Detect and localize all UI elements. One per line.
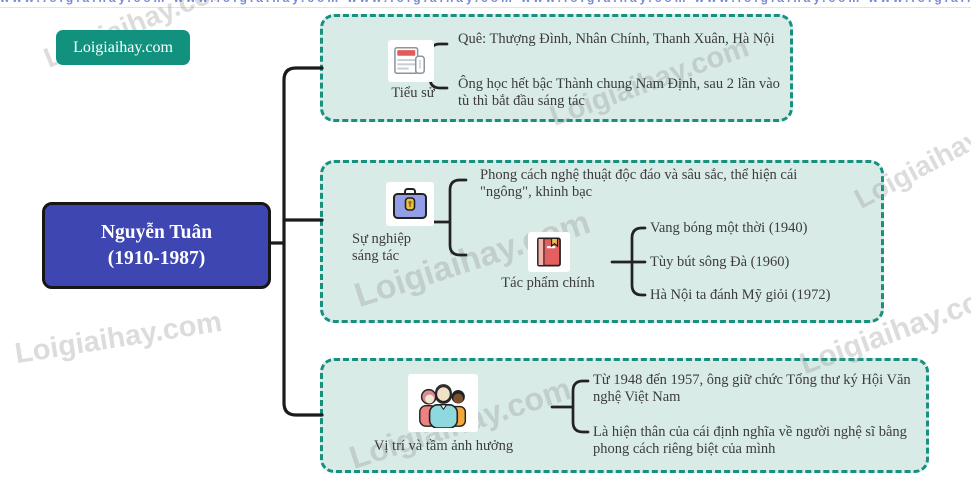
- leaf-phong-cach: Phong cách nghệ thuật độc đáo và sâu sắc…: [480, 167, 798, 200]
- briefcase-icon: [386, 182, 434, 226]
- watermark-bottom-left: Loigiaihay.com: [12, 305, 225, 371]
- root-node: Nguyễn Tuân (1910-1987): [42, 202, 271, 289]
- people-icon: [408, 374, 478, 432]
- top-watermark-strip: www.loigiaihay.com www.loigiaihay.com ww…: [0, 0, 971, 5]
- site-badge-label: Loigiaihay.com: [73, 38, 173, 56]
- branch-label-vi-tri: Vị trí và tầm ảnh hưởng: [373, 438, 514, 454]
- subnode-label-tac-pham: Tác phẩm chính: [501, 275, 595, 291]
- site-badge: Loigiaihay.com: [56, 30, 190, 65]
- leaf-hoc-van: Ông học hết bậc Thành chung Nam Định, sa…: [458, 76, 780, 109]
- leaf-chuc-vu: Từ 1948 đến 1957, ông giữ chức Tổng thư …: [593, 372, 911, 405]
- leaf-work-3: Hà Nội ta đánh Mỹ giỏi (1972): [650, 287, 831, 303]
- leaf-hien-than: Là hiện thân của cái định nghĩa về người…: [593, 424, 907, 457]
- top-divider-line: [0, 7, 971, 8]
- top-watermark-text: www.loigiaihay.com www.loigiaihay.com ww…: [0, 0, 971, 5]
- newspaper-icon: [388, 40, 434, 82]
- root-title-line1: Nguyễn Tuân: [100, 221, 213, 243]
- book-icon: [528, 232, 570, 272]
- leaf-work-1: Vang bóng một thời (1940): [650, 220, 808, 236]
- trunk-line: [282, 66, 324, 417]
- root-title-line2: (1910-1987): [107, 247, 206, 269]
- branch-label-su-nghiep: Sự nghiệp sáng tác: [352, 231, 412, 264]
- leaf-work-2: Tùy bút sông Đà (1960): [650, 254, 790, 270]
- branch-label-tieu-su: Tiểu sử: [391, 85, 435, 101]
- leaf-que: Quê: Thượng Đình, Nhân Chính, Thanh Xuân…: [458, 31, 775, 47]
